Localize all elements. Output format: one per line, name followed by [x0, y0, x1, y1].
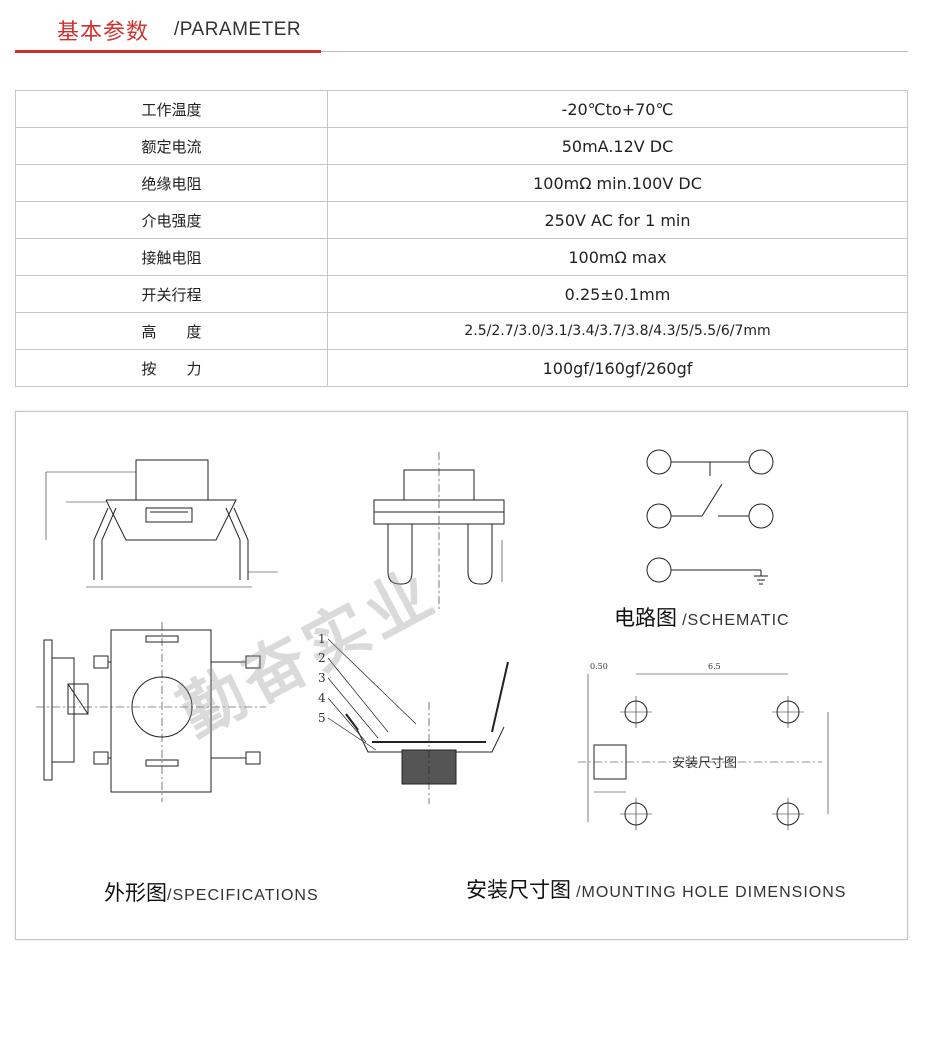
section-title-en: /PARAMETER [174, 19, 302, 40]
table-row: 工作温度 -20℃to+70℃ [15, 90, 908, 128]
schematic-caption-en: /SCHEMATIC [682, 612, 790, 629]
table-row: 额定电流 50mA.12V DC [15, 127, 908, 165]
mounting-caption: 安装尺寸图 /MOUNTING HOLE DIMENSIONS [466, 874, 846, 904]
table-row: 开关行程 0.25±0.1mm [15, 275, 908, 313]
param-key: 接触电阻 [15, 238, 328, 276]
schematic-drawing [646, 449, 774, 585]
param-key: 工作温度 [15, 90, 328, 128]
front-view-drawing [373, 452, 505, 612]
schematic-caption: 电路图 /SCHEMATIC [614, 602, 790, 632]
section-title-cn: 基本参数 [57, 20, 150, 45]
table-row: 高 度 2.5/2.7/3.0/3.1/3.4/3.7/3.8/4.3/5/5.… [15, 312, 908, 350]
param-value: 50mA.12V DC [327, 127, 908, 165]
header-divider [15, 51, 908, 52]
technical-drawings [36, 449, 829, 830]
part-number-4: 4 [318, 691, 326, 705]
table-row: 按 力 100gf/160gf/260gf [15, 349, 908, 387]
specifications-caption: 外形图/SPECIFICATIONS [104, 877, 319, 907]
param-value: 100gf/160gf/260gf [327, 349, 908, 387]
param-value: 100mΩ min.100V DC [327, 164, 908, 202]
param-value: 2.5/2.7/3.0/3.1/3.4/3.7/3.8/4.3/5/5.5/6/… [327, 312, 908, 350]
param-value: 100mΩ max [327, 238, 908, 276]
cross-section-drawing [327, 638, 509, 804]
specifications-caption-cn: 外形图 [104, 881, 167, 905]
param-key: 开关行程 [15, 275, 328, 313]
side-view-drawing [45, 459, 278, 588]
table-row: 介电强度 250V AC for 1 min [15, 201, 908, 239]
technical-drawing-panel: 勤奋实业 1 2 3 4 5 0.50 6.5 安装尺寸图 电路图 /SCHEM… [15, 411, 908, 940]
header-accent-bar [15, 50, 321, 53]
param-value: 250V AC for 1 min [327, 201, 908, 239]
parameter-table: 工作温度 -20℃to+70℃ 额定电流 50mA.12V DC 绝缘电阻 10… [15, 90, 908, 387]
schematic-caption-cn: 电路图 [614, 606, 677, 630]
dim-label-0-50: 0.50 [590, 662, 608, 671]
param-key: 介电强度 [15, 201, 328, 239]
top-view-drawing [36, 622, 266, 802]
param-key: 按 力 [15, 349, 328, 387]
section-header: 基本参数 /PARAMETER [0, 0, 931, 60]
table-row: 绝缘电阻 100mΩ min.100V DC [15, 164, 908, 202]
part-number-5: 5 [318, 711, 326, 725]
param-value: -20℃to+70℃ [327, 90, 908, 128]
dim-label-6-5: 6.5 [708, 662, 721, 671]
part-number-1: 1 [318, 632, 326, 646]
part-number-3: 3 [318, 671, 326, 685]
mounting-caption-cn: 安装尺寸图 [466, 878, 571, 902]
mounting-drawing [578, 673, 829, 830]
mounting-caption-en: /MOUNTING HOLE DIMENSIONS [576, 884, 847, 901]
specifications-caption-en: /SPECIFICATIONS [167, 887, 319, 904]
param-key: 高 度 [15, 312, 328, 350]
param-key: 绝缘电阻 [15, 164, 328, 202]
param-value: 0.25±0.1mm [327, 275, 908, 313]
table-row: 接触电阻 100mΩ max [15, 238, 908, 276]
part-number-2: 2 [318, 651, 326, 665]
mounting-inner-label: 安装尺寸图 [672, 756, 738, 771]
param-key: 额定电流 [15, 127, 328, 165]
